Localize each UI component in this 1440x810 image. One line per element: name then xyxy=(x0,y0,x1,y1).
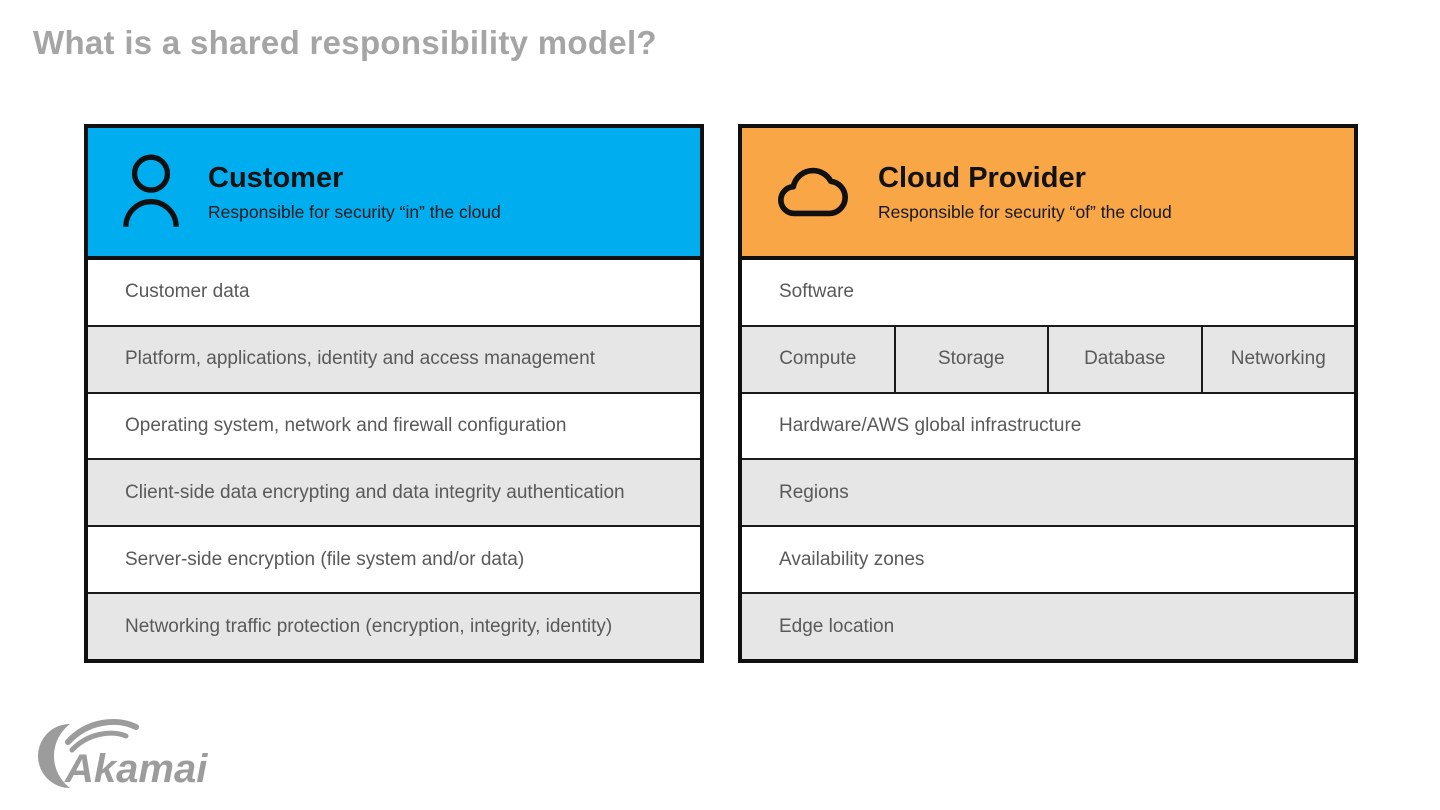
akamai-logo-text: Akamai xyxy=(64,747,208,791)
provider-panel-header: Cloud Provider Responsible for security … xyxy=(742,128,1354,260)
customer-panel-header: Customer Responsible for security “in” t… xyxy=(88,128,700,260)
table-row: Regions xyxy=(742,458,1354,526)
cloud-icon xyxy=(776,160,850,224)
customer-subtitle: Responsible for security “in” the cloud xyxy=(208,201,501,222)
customer-panel: Customer Responsible for security “in” t… xyxy=(84,124,704,663)
service-cell-networking: Networking xyxy=(1200,326,1354,392)
table-row: Edge location xyxy=(742,592,1354,659)
table-row: Networking traffic protection (encryptio… xyxy=(88,592,700,659)
table-row: Customer data xyxy=(88,260,700,325)
cloud-provider-panel: Cloud Provider Responsible for security … xyxy=(738,124,1358,663)
akamai-logo: Akamai xyxy=(28,718,258,796)
table-row: Software xyxy=(742,260,1354,325)
table-row: Operating system, network and firewall c… xyxy=(88,391,700,459)
provider-header-text: Cloud Provider Responsible for security … xyxy=(878,162,1172,222)
table-row: Client-side data encrypting and data int… xyxy=(88,458,700,526)
customer-title: Customer xyxy=(208,162,344,195)
akamai-swoosh-icon xyxy=(38,719,139,788)
table-row: Platform, applications, identity and acc… xyxy=(88,324,700,392)
table-row: Hardware/AWS global infrastructure xyxy=(742,391,1354,459)
service-cell-compute: Compute xyxy=(742,326,894,392)
provider-title: Cloud Provider xyxy=(878,162,1086,195)
customer-header-text: Customer Responsible for security “in” t… xyxy=(208,162,501,222)
services-row: Compute Storage Database Networking xyxy=(742,324,1354,392)
table-row: Availability zones xyxy=(742,525,1354,593)
provider-subtitle: Responsible for security “of” the cloud xyxy=(878,201,1172,222)
service-cell-storage: Storage xyxy=(893,326,1047,392)
service-cell-database: Database xyxy=(1047,326,1201,392)
person-icon xyxy=(122,152,180,232)
page-title: What is a shared responsibility model? xyxy=(33,24,657,61)
table-row: Server-side encryption (file system and/… xyxy=(88,525,700,593)
